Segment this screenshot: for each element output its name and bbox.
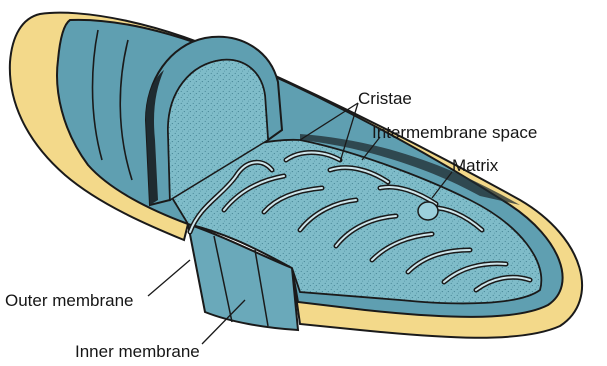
label-intermembrane-space: Intermembrane space — [372, 124, 537, 141]
label-inner-membrane: Inner membrane — [75, 343, 200, 360]
outer-membrane-leader — [148, 260, 190, 296]
label-outer-membrane: Outer membrane — [5, 292, 134, 309]
label-cristae: Cristae — [358, 90, 412, 107]
matrix-granule — [418, 202, 438, 220]
label-matrix: Matrix — [452, 157, 498, 174]
